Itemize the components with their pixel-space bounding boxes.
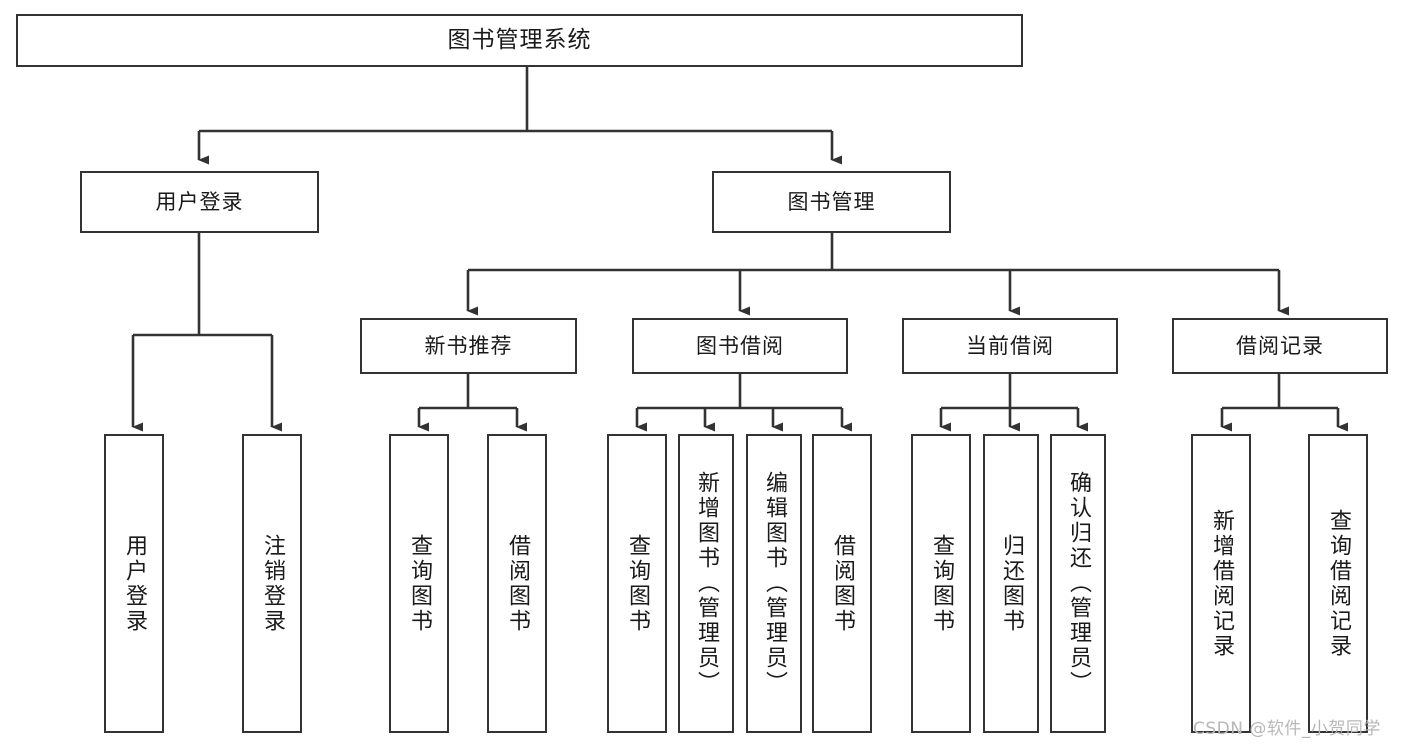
leaf-book-borrow-add-book-admin[interactable]: 新增图书（管理员） xyxy=(678,434,734,733)
node-label: 用户登录 xyxy=(155,189,244,214)
leaf-new-book-borrow-book[interactable]: 借阅图书 xyxy=(487,434,547,733)
node-book-borrowing[interactable]: 图书借阅 xyxy=(632,318,848,374)
node-root-book-management-system[interactable]: 图书管理系统 xyxy=(16,14,1023,67)
leaf-current-borrow-return-book[interactable]: 归还图书 xyxy=(983,434,1039,733)
node-borrowing-record[interactable]: 借阅记录 xyxy=(1172,318,1388,374)
leaf-borrow-record-query-record[interactable]: 查询借阅记录 xyxy=(1308,434,1368,733)
leaf-current-borrow-confirm-return-admin[interactable]: 确认归还（管理员） xyxy=(1050,434,1106,733)
node-label: 查询图书 xyxy=(407,533,432,634)
node-label: 新增图书（管理员） xyxy=(694,471,719,696)
node-label: 图书管理 xyxy=(787,189,876,214)
leaf-book-borrow-query-book[interactable]: 查询图书 xyxy=(607,434,667,733)
node-label: 当前借阅 xyxy=(966,333,1054,358)
node-label: 借阅图书 xyxy=(830,533,855,634)
node-label: 图书管理系统 xyxy=(447,26,592,53)
node-label: 查询图书 xyxy=(625,533,650,634)
leaf-current-borrow-query-book[interactable]: 查询图书 xyxy=(911,434,971,733)
node-book-management[interactable]: 图书管理 xyxy=(712,171,951,233)
leaf-user-login-logout[interactable]: 注销登录 xyxy=(242,434,302,733)
leaf-user-login-login[interactable]: 用户登录 xyxy=(104,434,164,733)
node-label: 新书推荐 xyxy=(424,333,513,358)
node-label: 借阅图书 xyxy=(505,533,530,634)
leaf-new-book-query-book[interactable]: 查询图书 xyxy=(389,434,449,733)
leaf-book-borrow-edit-book-admin[interactable]: 编辑图书（管理员） xyxy=(746,434,802,733)
node-label: 新增借阅记录 xyxy=(1209,508,1234,659)
node-label: 借阅记录 xyxy=(1236,333,1324,358)
watermark-text: CSDN @软件_小贺同学 xyxy=(1193,719,1381,739)
node-label: 查询图书 xyxy=(929,533,954,634)
node-label: 用户登录 xyxy=(122,533,147,634)
node-label: 注销登录 xyxy=(260,533,285,634)
leaf-borrow-record-add-record[interactable]: 新增借阅记录 xyxy=(1191,434,1251,733)
leaf-book-borrow-borrow-book[interactable]: 借阅图书 xyxy=(812,434,872,733)
node-current-borrowing[interactable]: 当前借阅 xyxy=(902,318,1118,374)
node-label: 确认归还（管理员） xyxy=(1066,471,1091,696)
node-user-login[interactable]: 用户登录 xyxy=(80,171,319,233)
node-new-book-recommendation[interactable]: 新书推荐 xyxy=(360,318,577,374)
node-label: 编辑图书（管理员） xyxy=(762,471,787,696)
node-label: 归还图书 xyxy=(999,533,1024,634)
node-label: 查询借阅记录 xyxy=(1326,508,1351,659)
node-label: 图书借阅 xyxy=(696,333,784,358)
